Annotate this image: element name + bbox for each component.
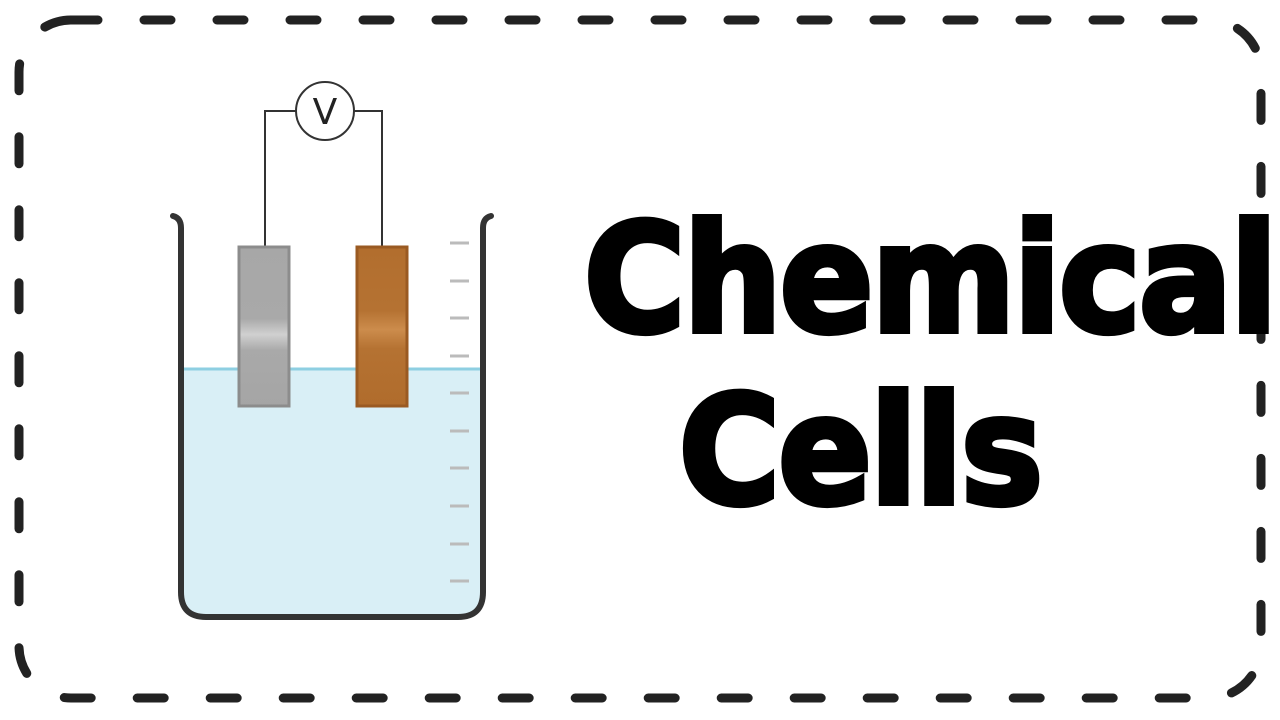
beaker-outline	[170, 213, 494, 620]
voltmeter-icon	[295, 81, 355, 141]
wire-left	[264, 110, 297, 247]
voltmeter-label: V	[313, 92, 338, 133]
title-line-2: Cells	[676, 365, 1046, 539]
zinc-electrode	[237, 245, 291, 408]
title-line-1: Chemical	[581, 193, 1280, 367]
page-title: Chemical Cells	[560, 193, 1280, 539]
wire-right	[353, 110, 383, 247]
graduation-marks	[450, 241, 469, 583]
copper-electrode	[355, 245, 409, 408]
electrolyte-solution	[183, 369, 481, 615]
dashed-border	[14, 15, 1266, 703]
